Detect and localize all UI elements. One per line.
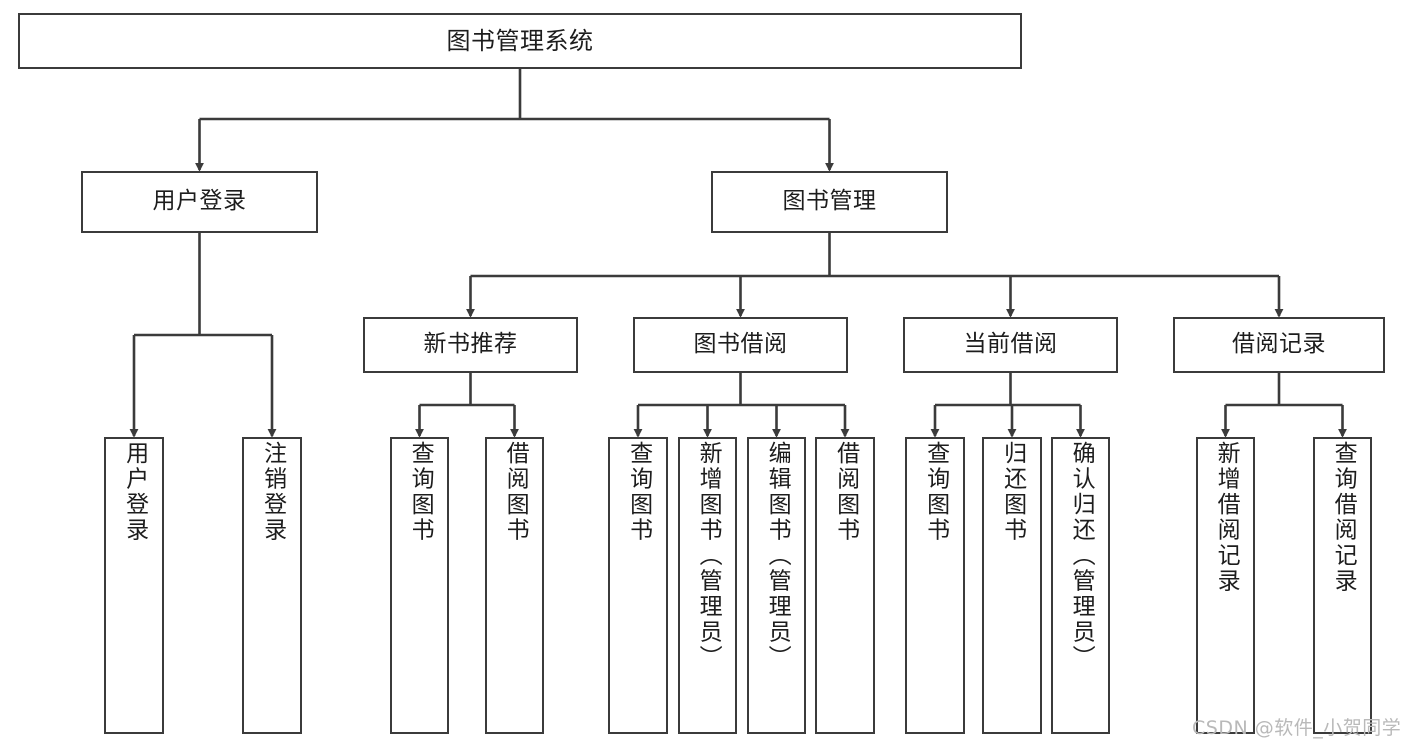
node-root[interactable]: 图书管理系统: [18, 13, 1022, 69]
node-leaf-query-3[interactable]: 查询图书: [905, 437, 965, 734]
node-leaf-return[interactable]: 归还图书: [982, 437, 1042, 734]
node-leaf-query-1[interactable]: 查询图书: [390, 437, 449, 734]
node-label: 新增图书（管理员）: [695, 441, 722, 671]
node-label: 当前借阅: [963, 331, 1058, 358]
edge-group: [129, 69, 1347, 438]
node-leaf-borrow-1[interactable]: 借阅图书: [485, 437, 544, 734]
node-leaf-add-rec[interactable]: 新增借阅记录: [1196, 437, 1255, 734]
node-label: 新增借阅记录: [1213, 441, 1240, 594]
node-book-borrow[interactable]: 图书借阅: [633, 317, 848, 373]
node-label: 查询图书: [407, 441, 434, 543]
node-label: 确认归还（管理员）: [1068, 441, 1095, 671]
node-label: 图书借阅: [693, 331, 788, 358]
node-new-book-rec[interactable]: 新书推荐: [363, 317, 578, 373]
watermark-credit: CSDN @软件_小贺同学: [1192, 717, 1402, 739]
node-label: 用户登录: [121, 441, 148, 543]
node-leaf-query-rec[interactable]: 查询借阅记录: [1313, 437, 1372, 734]
node-leaf-add-book[interactable]: 新增图书（管理员）: [678, 437, 737, 734]
node-user-login[interactable]: 用户登录: [81, 171, 318, 233]
node-leaf-query-2[interactable]: 查询图书: [608, 437, 668, 734]
node-label: 图书管理: [782, 188, 877, 215]
node-leaf-confirm[interactable]: 确认归还（管理员）: [1051, 437, 1110, 734]
node-label: 查询图书: [922, 441, 949, 543]
node-current-borrow[interactable]: 当前借阅: [903, 317, 1118, 373]
node-label: 归还图书: [999, 441, 1026, 543]
node-label: 查询借阅记录: [1330, 441, 1357, 594]
node-label: 借阅图书: [832, 441, 859, 543]
node-leaf-user-login[interactable]: 用户登录: [104, 437, 164, 734]
node-label: 借阅记录: [1232, 331, 1326, 358]
node-label: 编辑图书（管理员）: [764, 441, 791, 671]
node-borrow-record[interactable]: 借阅记录: [1173, 317, 1385, 373]
node-label: 查询图书: [625, 441, 652, 543]
node-label: 借阅图书: [502, 441, 529, 543]
node-leaf-borrow-2[interactable]: 借阅图书: [815, 437, 875, 734]
node-leaf-logout[interactable]: 注销登录: [242, 437, 302, 734]
node-label: 图书管理系统: [446, 26, 594, 55]
node-label: 用户登录: [152, 188, 247, 215]
node-leaf-edit-book[interactable]: 编辑图书（管理员）: [747, 437, 806, 734]
node-label: 注销登录: [259, 441, 286, 543]
node-label: 新书推荐: [423, 331, 518, 358]
node-book-manage[interactable]: 图书管理: [711, 171, 948, 233]
